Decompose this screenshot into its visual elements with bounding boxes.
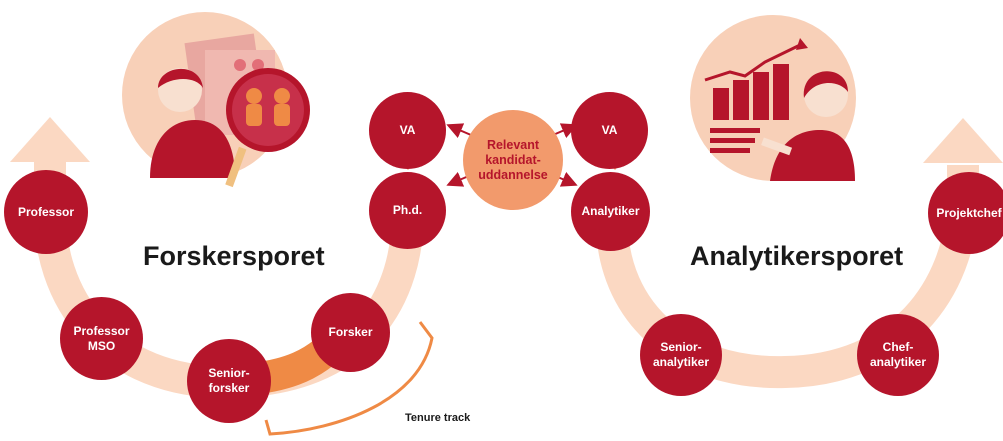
tenure-track-bracket — [264, 321, 434, 436]
node-professor: Professor — [4, 170, 88, 254]
node-chefanalytiker: Chef- analytiker — [857, 314, 939, 396]
analyst-track-title: Analytikersporet — [690, 241, 904, 271]
node-relevant-kandidatuddannelse: Relevant kandidat- uddannelse — [463, 110, 563, 210]
node-seniorforsker: Senior- forsker — [187, 339, 271, 423]
node-phd: Ph.d. — [369, 172, 446, 249]
tenure-track-label: Tenure track — [405, 412, 471, 424]
analyst-track-arrowhead — [923, 118, 1003, 163]
node-analytiker: Analytiker — [571, 172, 650, 251]
node-senioranalytiker: Senior- analytiker — [640, 314, 722, 396]
analyst-track-band — [595, 165, 979, 389]
node-professor-mso: Professor MSO — [60, 297, 143, 380]
node-projektchef: Projektchef — [928, 172, 1003, 254]
research-track-arrowhead — [10, 117, 90, 162]
node-forsker: Forsker — [311, 293, 390, 372]
analyst-with-chart-icon — [690, 15, 856, 181]
node-va-analyst: VA — [571, 92, 648, 169]
node-va-research: VA — [369, 92, 446, 169]
researcher-with-magnifier-icon — [122, 12, 310, 188]
research-track-title: Forskersporet — [143, 241, 325, 271]
